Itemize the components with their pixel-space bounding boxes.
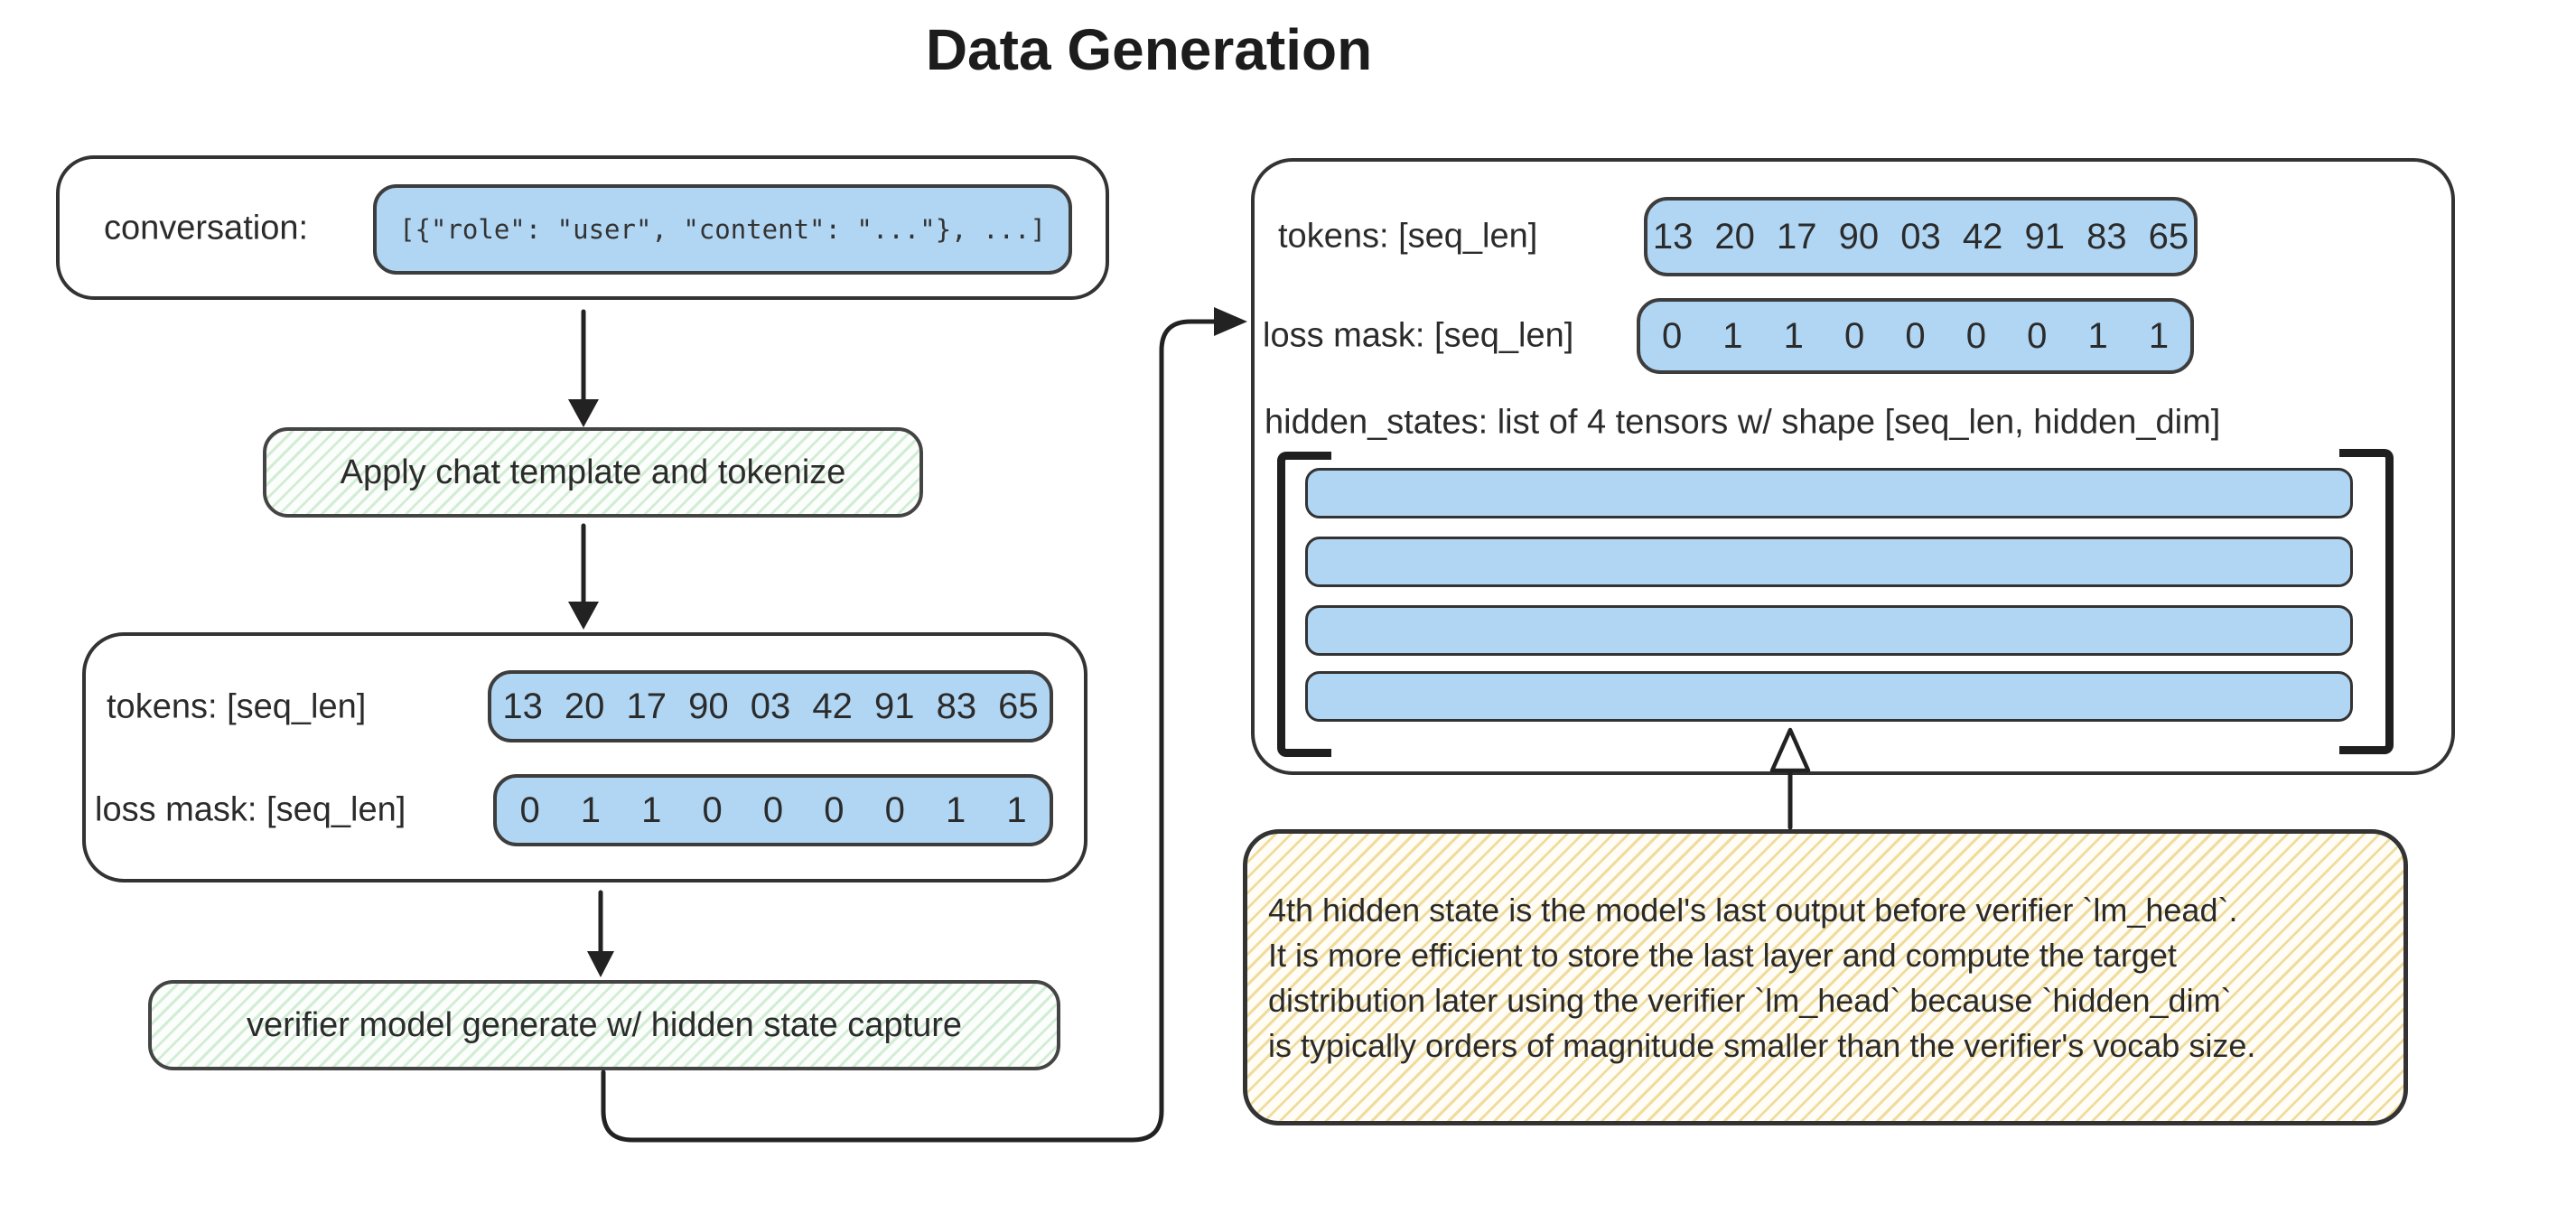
apply-chat-template-label: Apply chat template and tokenize [340,453,846,491]
tensor-list-open-bracket [1277,452,1331,757]
note-line: 4th hidden state is the model's last out… [1268,892,2238,929]
hidden-state-tensor-bar [1305,468,2353,518]
conversation-value-pill: [{"role": "user", "content": "..."}, ...… [373,184,1072,275]
conversation-label: conversation: [104,209,309,247]
loss-mask-values: 0 1 1 0 0 0 0 1 1 [519,789,1027,830]
output-tokens-label: tokens: [seq_len] [1278,217,1538,256]
tokens-label: tokens: [seq_len] [107,687,367,726]
conversation-value: [{"role": "user", "content": "..."}, ...… [399,214,1046,245]
hidden-state-tensor-bar [1305,671,2353,722]
output-loss-mask-label: loss mask: [seq_len] [1263,316,1574,355]
arrow-down-3 [587,890,614,977]
note-line: is typically orders of magnitude smaller… [1268,1027,2256,1064]
arrow-down-2 [568,523,599,630]
output-tokens-values-pill: 13 20 17 90 03 42 91 83 65 [1644,197,2198,276]
output-loss-mask-values: 0 1 1 0 0 0 0 1 1 [1661,315,2170,356]
note-line: distribution later using the verifier `l… [1268,982,2232,1019]
hidden-state-tensor-bar [1305,605,2353,656]
hidden-states-label: hidden_states: list of 4 tensors w/ shap… [1265,403,2221,442]
verifier-generate-label: verifier model generate w/ hidden state … [246,1005,963,1044]
output-tokens-values: 13 20 17 90 03 42 91 83 65 [1652,216,2189,257]
verifier-generate-step: verifier model generate w/ hidden state … [148,980,1060,1070]
note-line: It is more efficient to store the last l… [1268,937,2177,974]
loss-mask-values-pill: 0 1 1 0 0 0 0 1 1 [493,774,1053,846]
tokens-values: 13 20 17 90 03 42 91 83 65 [502,686,1039,726]
page-title: Data Generation [925,17,1373,82]
note-box [1243,829,2408,1125]
apply-chat-template-step: Apply chat template and tokenize [263,427,923,518]
loss-mask-label: loss mask: [seq_len] [95,790,406,829]
tokens-values-pill: 13 20 17 90 03 42 91 83 65 [488,670,1053,742]
hidden-state-tensor-bar [1305,537,2353,587]
arrow-down-1 [568,309,599,427]
output-loss-mask-values-pill: 0 1 1 0 0 0 0 1 1 [1637,298,2194,374]
tensor-list-close-bracket [2339,449,2394,754]
